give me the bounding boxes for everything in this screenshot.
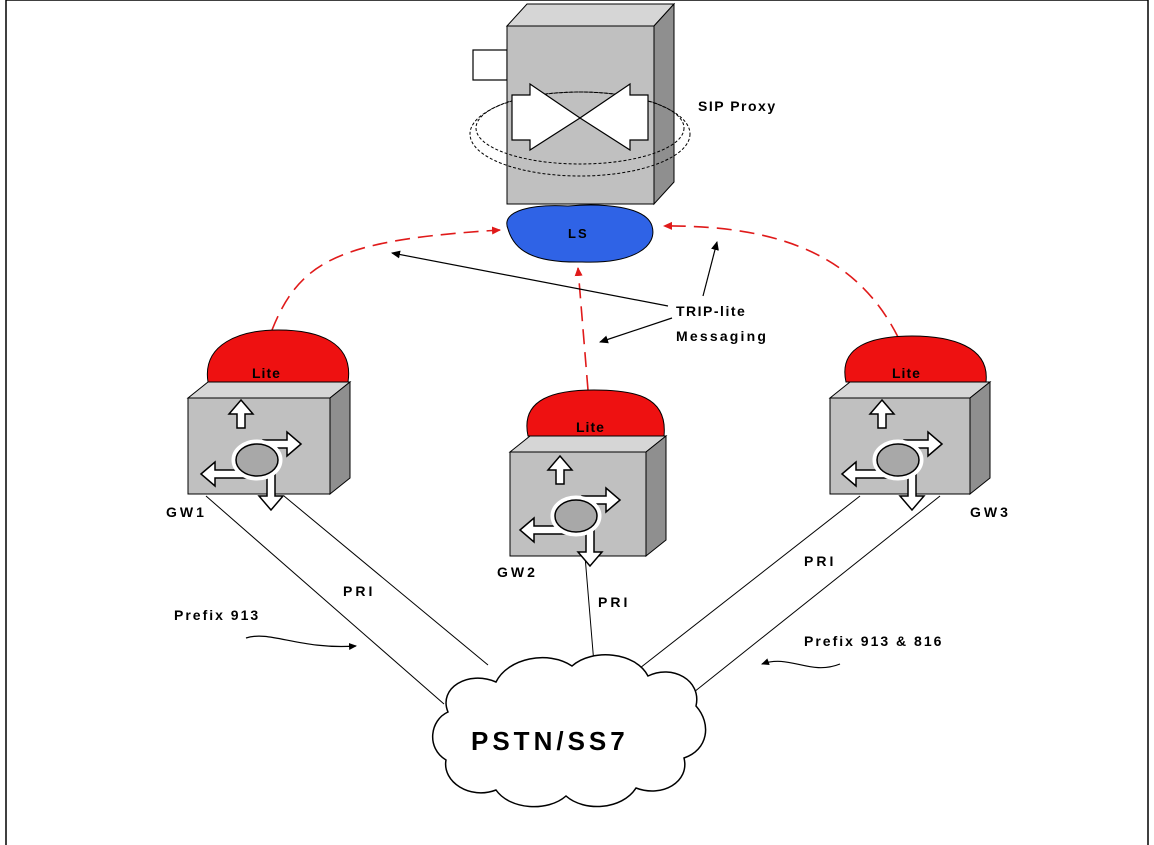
sip-proxy-server <box>470 4 690 204</box>
gw2-label: GW2 <box>497 564 538 580</box>
gw2-lite-badge: Lite <box>576 419 605 435</box>
gw1-lite-badge: Lite <box>252 365 281 381</box>
gw1-label: GW1 <box>166 504 207 520</box>
trip-label-line2: Messaging <box>676 328 768 344</box>
pstn-label: PSTN/SS7 <box>471 726 629 756</box>
sip-proxy-label: SIP Proxy <box>698 98 777 114</box>
gw3-pri-label: PRI <box>804 553 836 569</box>
ls-label: LS <box>568 226 589 241</box>
gw2-pri-label: PRI <box>598 594 630 610</box>
gw3-lite-badge: Lite <box>892 365 921 381</box>
gw3-router <box>830 336 990 510</box>
prefix-913-pointer <box>246 636 356 646</box>
gw3-label: GW3 <box>970 504 1011 520</box>
trip-label-line1: TRIP-lite <box>676 303 746 319</box>
prefix-913-816-pointer <box>762 661 840 667</box>
prefix-913-label: Prefix 913 <box>174 607 260 623</box>
gw1-router <box>188 330 350 510</box>
gw2-router <box>510 390 666 566</box>
gw1-pri-label: PRI <box>343 583 375 599</box>
prefix-913-816-label: Prefix 913 & 816 <box>804 633 943 649</box>
